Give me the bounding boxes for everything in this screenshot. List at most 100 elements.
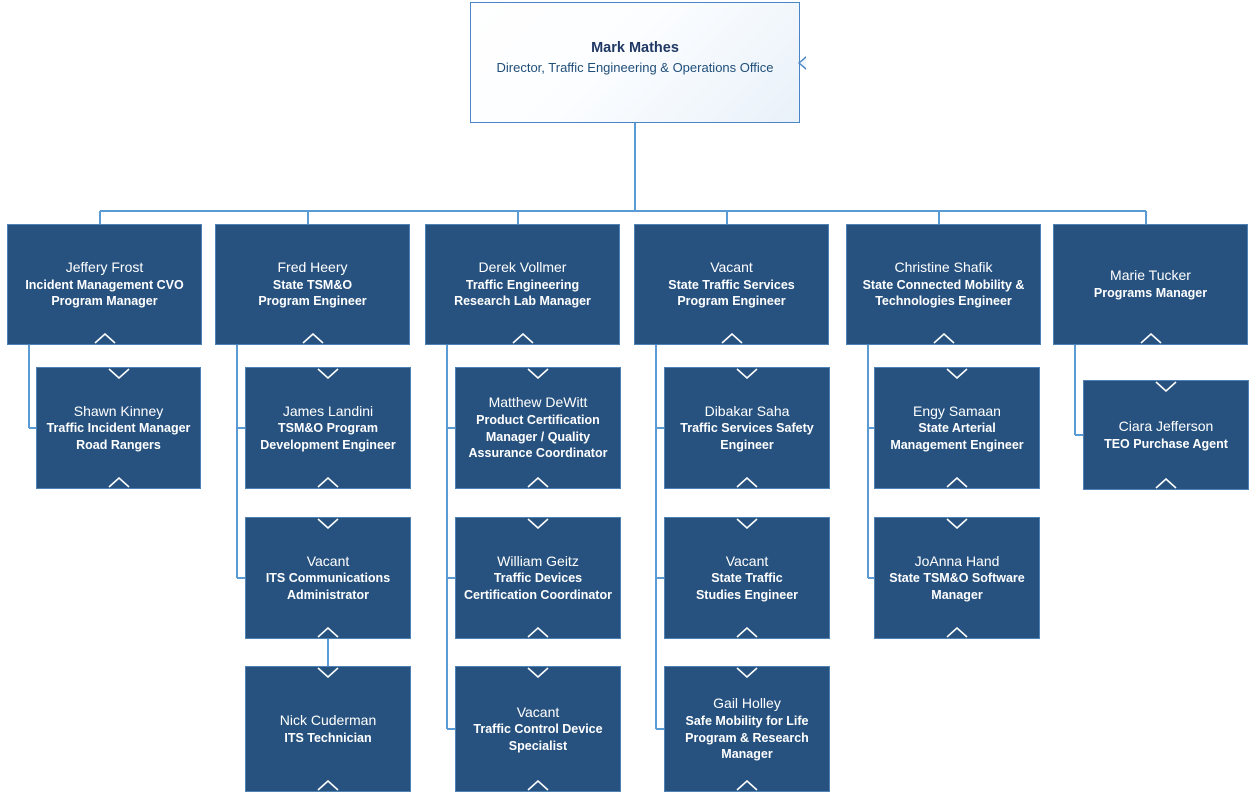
root-node-title: Director, Traffic Engineering & Operatio… bbox=[496, 59, 774, 75]
node-name: Christine Shafik bbox=[894, 259, 993, 276]
collapse-chevron-down-icon bbox=[736, 368, 758, 379]
collapse-chevron-up-icon bbox=[736, 627, 758, 638]
root-expand-marker-icon[interactable] bbox=[798, 55, 806, 70]
node-title-line: Programs Manager bbox=[1093, 286, 1208, 301]
collapse-chevron-up-icon bbox=[946, 627, 968, 638]
connector-level1-drop-0 bbox=[99, 211, 101, 224]
connector-stub-col-vollmer-1 bbox=[447, 577, 455, 579]
node-title-line: Program Engineer bbox=[258, 294, 367, 309]
node-title-line: Manager / Quality bbox=[485, 429, 591, 444]
node-title: TEO Purchase Agent bbox=[1104, 436, 1228, 453]
collapse-chevron-down-icon bbox=[736, 518, 758, 529]
node-title-line: Traffic Engineering bbox=[465, 277, 580, 292]
node-title-line: State Connected Mobility & bbox=[862, 277, 1025, 292]
collapse-chevron-up-icon bbox=[932, 333, 955, 344]
connector-stub-col-shafik-0 bbox=[868, 427, 874, 429]
connector-stub-col-heery-0 bbox=[237, 427, 245, 429]
connector-level1-drop-2 bbox=[517, 211, 519, 224]
connector-level1-drop-5 bbox=[1145, 211, 1147, 224]
collapse-chevron-down-icon bbox=[317, 368, 339, 379]
collapse-chevron-up-icon bbox=[527, 780, 549, 791]
connector-stub-col-traffic-services-2 bbox=[656, 728, 664, 730]
node-title-line: Specialist bbox=[508, 738, 568, 753]
node-title-line: State Traffic Services bbox=[668, 277, 795, 292]
node-title-line: Studies Engineer bbox=[695, 587, 799, 602]
collapse-chevron-up-icon bbox=[511, 333, 534, 344]
node-title-line: State TSM&O bbox=[272, 277, 353, 292]
connector-trunk-col-shafik bbox=[867, 345, 869, 578]
node-title-line: Traffic Incident Manager bbox=[46, 421, 191, 436]
node-name: William Geitz bbox=[497, 552, 579, 569]
node-name: Vacant bbox=[710, 259, 753, 276]
node-name: Shawn Kinney bbox=[73, 402, 164, 419]
node-title-line: Program & Research bbox=[685, 730, 809, 745]
node-title-line: Manager bbox=[721, 747, 773, 762]
connector-chain-col-heery bbox=[327, 639, 329, 666]
connector-trunk-col-tucker bbox=[1074, 345, 1076, 435]
node-title-line: Incident Management CVO bbox=[25, 277, 184, 292]
node-title: State TSM&O Program Engineer bbox=[258, 277, 366, 310]
node-name: Matthew DeWitt bbox=[488, 394, 588, 411]
node-title: ITS Technician bbox=[284, 730, 371, 747]
collapse-chevron-up-icon bbox=[720, 333, 743, 344]
collapse-chevron-up-icon bbox=[527, 477, 549, 488]
collapse-chevron-down-icon bbox=[736, 667, 758, 678]
connector-stub-col-vollmer-0 bbox=[447, 427, 455, 429]
node-title-line: Engineer bbox=[720, 437, 774, 452]
node-title-line: ITS Communications bbox=[265, 571, 391, 586]
node-title: Incident Management CVO Program Manager bbox=[25, 277, 183, 310]
collapse-chevron-down-icon bbox=[317, 667, 339, 678]
node-title-line: Road Rangers bbox=[76, 437, 161, 452]
node-title-line: Certification Coordinator bbox=[464, 587, 612, 602]
node-name: Derek Vollmer bbox=[478, 259, 567, 276]
node-title-line: State Traffic bbox=[711, 571, 783, 586]
node-name: Vacant bbox=[725, 552, 769, 569]
collapse-chevron-down-icon bbox=[527, 667, 549, 678]
node-title-line: Traffic Services Safety bbox=[680, 421, 814, 436]
collapse-chevron-up-icon bbox=[527, 627, 549, 638]
collapse-chevron-up-icon bbox=[317, 780, 339, 791]
node-title-line: Program Engineer bbox=[677, 294, 786, 309]
connector-trunk-col-heery bbox=[236, 345, 238, 578]
connector-level1-drop-4 bbox=[938, 211, 940, 224]
node-title-line: Program Manager bbox=[51, 294, 158, 309]
connector-level1-bus bbox=[100, 210, 1146, 212]
connector-trunk-col-traffic-services bbox=[655, 345, 657, 729]
node-name: Ciara Jefferson bbox=[1118, 417, 1214, 434]
collapse-chevron-up-icon bbox=[317, 627, 339, 638]
connector-root-stem bbox=[634, 123, 636, 211]
node-title-line: TEO Purchase Agent bbox=[1104, 436, 1228, 451]
collapse-chevron-down-icon bbox=[317, 518, 339, 529]
node-title-line: Assurance Coordinator bbox=[468, 446, 608, 461]
collapse-chevron-down-icon bbox=[946, 368, 968, 379]
node-title-line: State Arterial bbox=[918, 421, 996, 436]
